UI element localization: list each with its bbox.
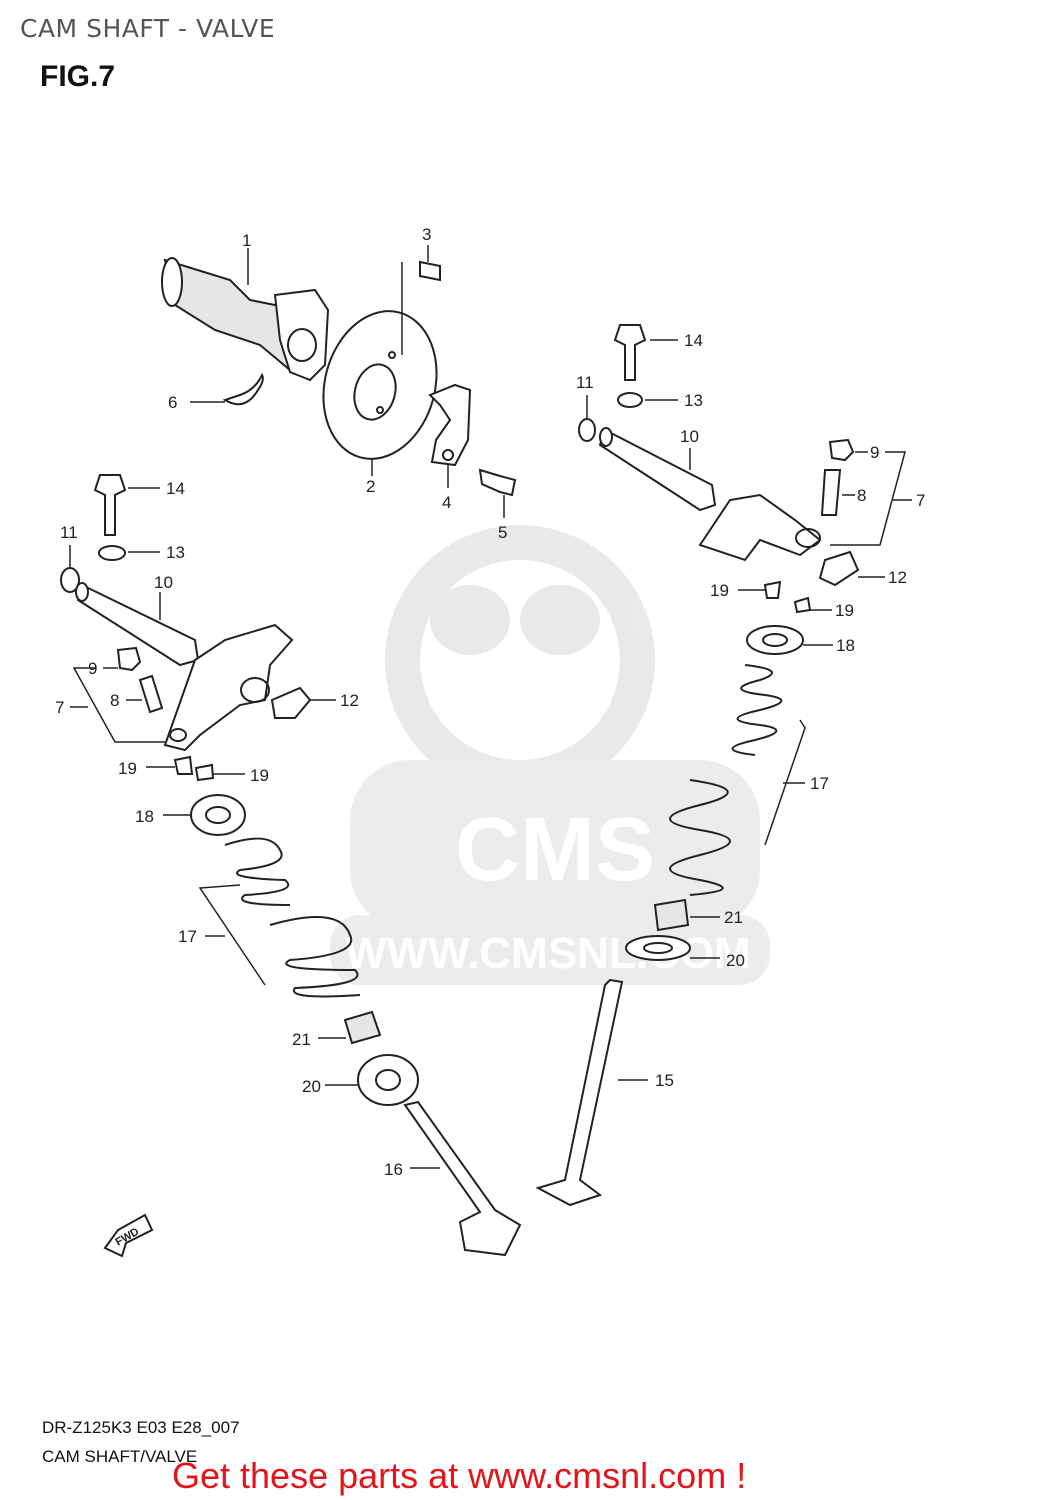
- forward-arrow-icon: FWD: [103, 1213, 154, 1258]
- dowel-pin: [401, 260, 441, 355]
- intake-valve-16: [403, 1100, 522, 1257]
- part-label-17-left: 17: [178, 927, 197, 946]
- retainer-18-left: [190, 794, 246, 836]
- part-label-12-left: 12: [340, 691, 359, 710]
- bracket-17-right: [764, 719, 806, 846]
- spring-17-left: [224, 837, 361, 998]
- rocker-shaft-10-right: [598, 427, 717, 512]
- part-label-19-right-a: 19: [710, 581, 729, 600]
- part-label-5: 5: [498, 523, 507, 542]
- o-ring-11-right: [578, 418, 596, 442]
- part-label-12-right: 12: [888, 568, 907, 587]
- washer-13-right: [617, 392, 643, 408]
- spring-seat-20-right: [625, 935, 691, 961]
- part-label-18-right: 18: [836, 636, 855, 655]
- part-label-13-right: 13: [684, 391, 703, 410]
- valve-seal-21-right: [653, 898, 690, 932]
- cotter-19-right: [763, 580, 812, 614]
- rocker-shaft-10-left: [75, 582, 200, 667]
- bolt-14-right: [613, 324, 647, 381]
- part-label-21-left: 21: [292, 1030, 311, 1049]
- part-label-17-right: 17: [810, 774, 829, 793]
- rocker-arm-left: [163, 623, 294, 752]
- nut-9-left: [116, 646, 142, 672]
- part-label-11-right: 11: [576, 373, 594, 392]
- part-label-19-left-b: 19: [250, 766, 269, 785]
- part-label-8-right: 8: [857, 486, 866, 505]
- part-label-3: 3: [422, 225, 431, 244]
- part-label-9-right: 9: [870, 443, 879, 462]
- part-label-13-left: 13: [166, 543, 185, 562]
- bracket-7-right: [830, 451, 906, 546]
- cms-watermark: CMS WWW.CMSNL.COM: [330, 525, 770, 985]
- part-label-21-right: 21: [724, 908, 743, 927]
- adjuster-screw-8-right: [820, 469, 842, 516]
- watermark-url: WWW.CMSNL.COM: [345, 929, 751, 978]
- circlip: [222, 372, 264, 406]
- bolt-5: [478, 468, 517, 497]
- part-label-19-right-b: 19: [835, 601, 854, 620]
- part-label-10-right: 10: [680, 427, 699, 446]
- part-label-2: 2: [366, 477, 375, 496]
- bracket-17-left: [198, 884, 266, 986]
- footer-diagram-name: CAM SHAFT/VALVE: [42, 1447, 198, 1466]
- valve-seal-21-left: [343, 1010, 382, 1045]
- camshaft: [161, 257, 330, 382]
- exhaust-valve-15: [535, 978, 624, 1207]
- page-title: CAM SHAFT - VALVE: [20, 14, 276, 43]
- cotter-19-left: [173, 755, 215, 782]
- cam-sprocket: [322, 310, 438, 460]
- part-label-14-right: 14: [684, 331, 703, 350]
- retaining-plate: [428, 383, 472, 467]
- part-label-14-left: 14: [166, 479, 185, 498]
- nut-9-right: [828, 438, 855, 462]
- part-label-16: 16: [384, 1160, 403, 1179]
- part-label-11-left: 11: [60, 523, 78, 542]
- spring-seat-20-left: [357, 1054, 419, 1106]
- part-label-7-left: 7: [55, 698, 64, 717]
- gasket-12-right: [818, 550, 860, 587]
- washer-13-left: [98, 545, 126, 561]
- parts-link[interactable]: Get these parts at www.cmsnl.com !: [172, 1455, 747, 1496]
- footer-model-code: DR-Z125K3 E03 E28_007: [42, 1418, 240, 1437]
- part-label-20-left: 20: [302, 1077, 321, 1096]
- part-label-10-left: 10: [154, 573, 173, 592]
- bracket-7-left: [72, 667, 165, 743]
- figure-label: FIG.7: [40, 60, 116, 93]
- retainer-18-right: [746, 625, 804, 655]
- part-label-1: 1: [242, 231, 251, 250]
- part-label-15: 15: [655, 1071, 674, 1090]
- rocker-arm-right: [698, 493, 822, 562]
- gasket-12-left: [270, 686, 312, 719]
- part-label-6: 6: [168, 393, 177, 412]
- part-label-8-left: 8: [110, 691, 119, 710]
- adjuster-screw-8-left: [138, 674, 164, 714]
- part-label-20-right: 20: [726, 951, 745, 970]
- part-label-4: 4: [442, 493, 451, 512]
- spring-17-right: [669, 664, 783, 896]
- part-label-18-left: 18: [135, 807, 154, 826]
- bolt-14-left: [93, 474, 127, 536]
- part-label-7-right: 7: [916, 491, 925, 510]
- watermark-brand: CMS: [455, 800, 655, 900]
- part-label-19-left-a: 19: [118, 759, 137, 778]
